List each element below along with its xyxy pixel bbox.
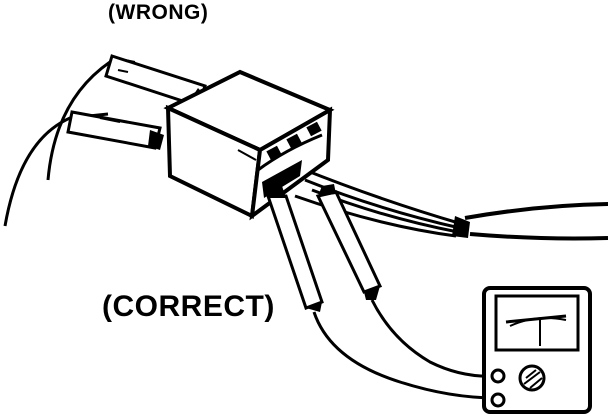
voltmeter-icon — [482, 286, 592, 414]
label-correct: (CORRECT) — [102, 290, 275, 323]
label-wrong: (WRONG) — [108, 1, 209, 24]
correct-probes — [265, 184, 497, 400]
probe-icon — [265, 186, 324, 312]
probe-icon — [315, 184, 383, 300]
probe-icon — [66, 110, 164, 150]
